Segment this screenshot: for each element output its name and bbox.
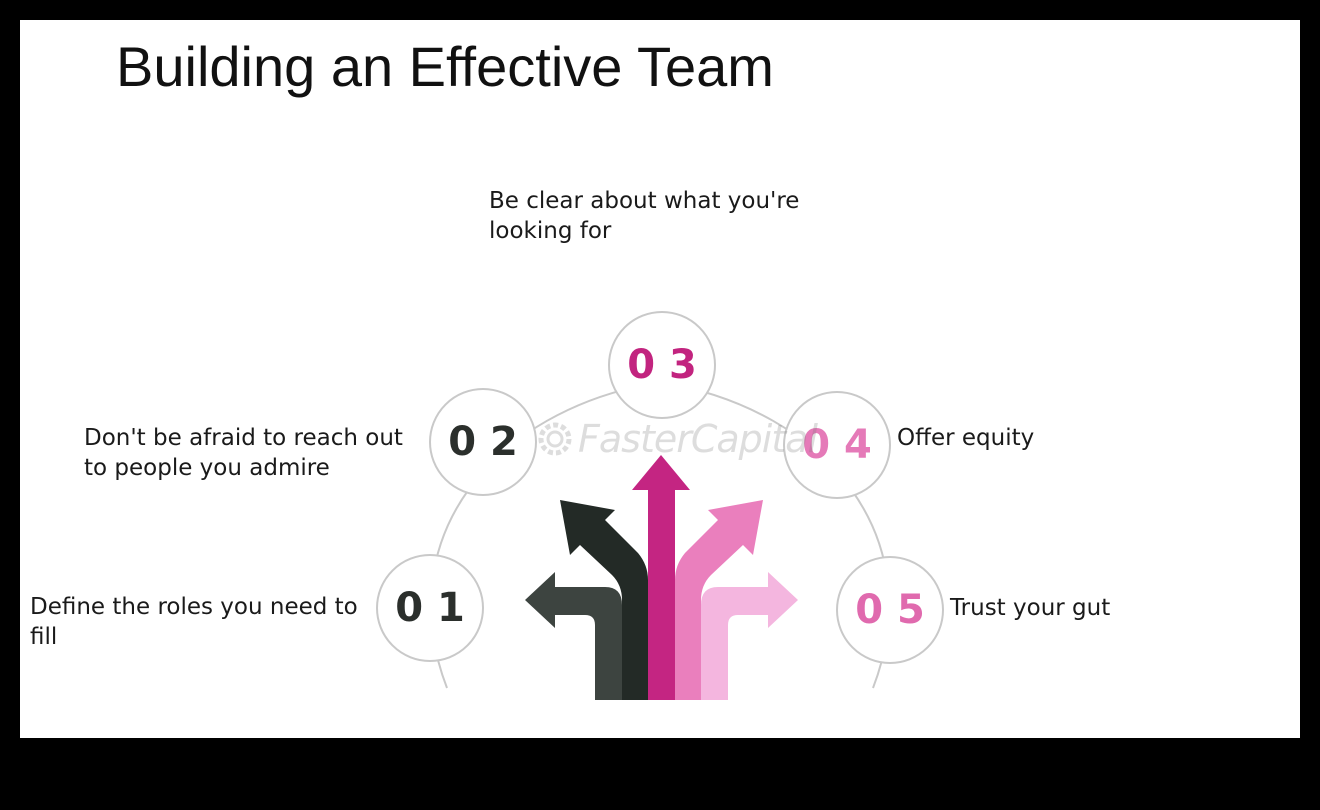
arrow-left bbox=[525, 572, 622, 700]
step-number-4: 0 4 bbox=[802, 422, 872, 468]
step-circle-3 bbox=[608, 311, 716, 419]
step-text-5: Trust your gut bbox=[950, 595, 1111, 621]
arrow-up-left bbox=[560, 500, 648, 700]
step-circle-2 bbox=[429, 388, 537, 496]
arrows-graphic bbox=[525, 455, 798, 700]
slide-title: Building an Effective Team bbox=[116, 35, 774, 98]
arrow-right bbox=[701, 572, 798, 700]
step-circle-4 bbox=[783, 391, 891, 499]
step-circle-1 bbox=[376, 554, 484, 662]
watermark: FasterCapital bbox=[532, 416, 818, 462]
step-text-4: Offer equity bbox=[897, 425, 1035, 451]
arrow-up-right bbox=[675, 500, 763, 700]
step-circle-5 bbox=[836, 556, 944, 664]
step-number-3: 0 3 bbox=[627, 342, 697, 388]
step-text-3: Be clear about what you're looking for bbox=[489, 188, 800, 244]
step-text-2: Don't be afraid to reach out to people y… bbox=[84, 425, 403, 481]
step-text-1: Define the roles you need to fill bbox=[30, 594, 358, 650]
diagram: 0 1 0 2 0 3 0 4 0 5 bbox=[376, 311, 944, 700]
watermark-text: FasterCapital bbox=[578, 417, 818, 461]
step-number-5: 0 5 bbox=[855, 587, 925, 633]
slide: Building an Effective Team 0 1 0 2 0 3 0… bbox=[20, 20, 1300, 738]
arrow-up bbox=[632, 455, 690, 700]
gear-icon bbox=[538, 422, 572, 456]
step-number-2: 0 2 bbox=[448, 419, 518, 465]
step-number-1: 0 1 bbox=[395, 585, 465, 631]
